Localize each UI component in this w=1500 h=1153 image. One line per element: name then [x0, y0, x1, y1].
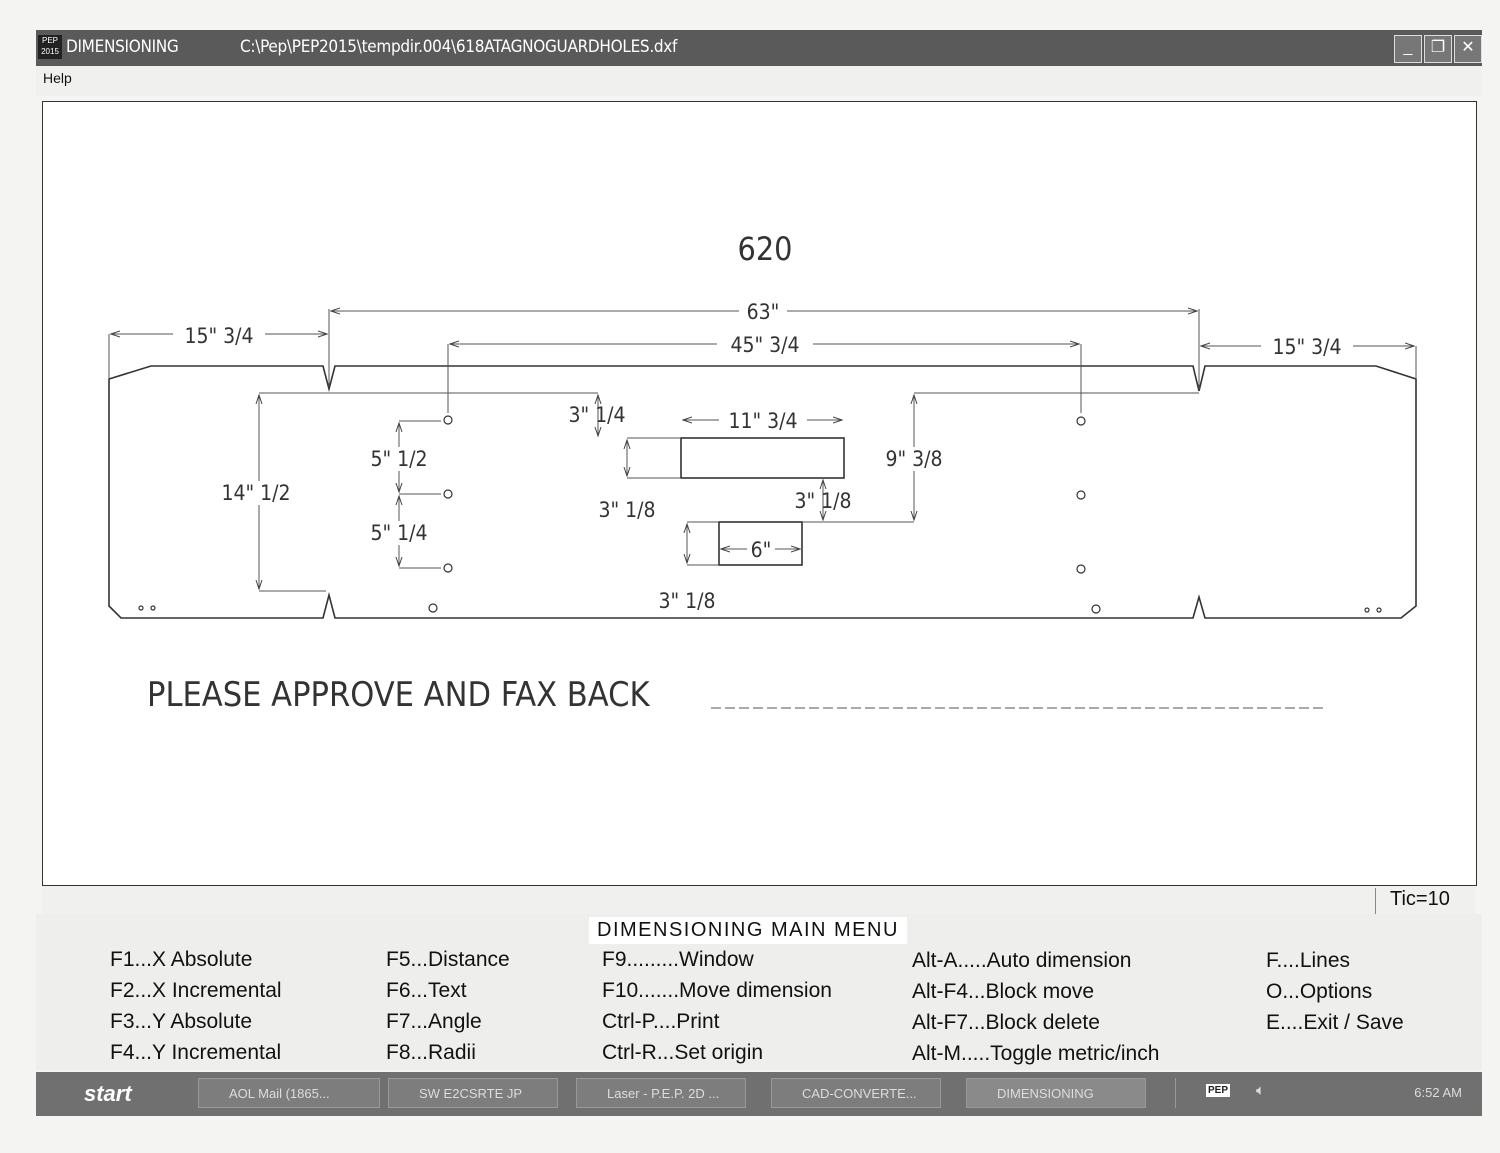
tic-readout: Tic=10	[1375, 888, 1475, 914]
dim-text: 15" 3/4	[184, 324, 253, 348]
menu-command[interactable]: Ctrl-P....Print	[602, 1010, 720, 1033]
main-menu-title: DIMENSIONING MAIN MENU	[589, 917, 907, 944]
hole	[1364, 607, 1370, 613]
menu-command[interactable]: Ctrl-R...Set origin	[602, 1041, 764, 1064]
dim-text: 3" 1/8	[658, 589, 715, 613]
start-button[interactable]: start	[84, 1081, 132, 1106]
drawing-canvas[interactable]: 63" 15" 3/4 45" 3/4 15" 3/4 14" 1/2 5" 1…	[42, 101, 1477, 886]
hole	[443, 563, 453, 573]
taskbar-item[interactable]: Laser - P.E.P. 2D ...	[576, 1078, 746, 1108]
hole	[1076, 416, 1086, 426]
dim-text: 3" 1/4	[568, 403, 625, 427]
minimize-button[interactable]: _	[1394, 35, 1422, 63]
dim-text: 3" 1/8	[794, 489, 851, 513]
hole	[443, 489, 453, 499]
part-number: 620	[738, 230, 793, 268]
hole	[1376, 607, 1382, 613]
maximize-button[interactable]: ❐	[1424, 35, 1452, 63]
menu-command[interactable]: F4...Y Incremental	[110, 1041, 282, 1064]
hole	[428, 603, 438, 613]
file-path: C:\Pep\PEP2015\tempdir.004\618ATAGNOGUAR…	[240, 37, 678, 57]
menu-command[interactable]: E....Exit / Save	[1266, 1011, 1404, 1034]
title-bar: PEP 2015 DIMENSIONING C:\Pep\PEP2015\tem…	[36, 30, 1482, 66]
pep-tray-icon[interactable]: PEP	[1206, 1084, 1231, 1097]
clock[interactable]: 6:52 AM	[1414, 1085, 1462, 1100]
hole	[1076, 490, 1086, 500]
menu-command[interactable]: F3...Y Absolute	[110, 1010, 253, 1033]
slot-large	[680, 437, 845, 479]
volume-icon[interactable]: 🔈︎	[1256, 1082, 1266, 1099]
menu-command[interactable]: F8...Radii	[386, 1041, 476, 1064]
hole	[138, 605, 144, 611]
menu-command[interactable]: Alt-A.....Auto dimension	[912, 949, 1132, 972]
menu-command[interactable]: Alt-F7...Block delete	[912, 1011, 1100, 1034]
menu-command[interactable]: F9.........Window	[602, 948, 754, 971]
dim-text: 6"	[751, 538, 772, 562]
taskbar-item-active[interactable]: DIMENSIONING	[966, 1078, 1146, 1108]
menu-help[interactable]: Help	[43, 70, 72, 86]
dim-text: 63"	[747, 300, 780, 324]
dim-text: 14" 1/2	[221, 481, 290, 505]
menu-command[interactable]: F7...Angle	[386, 1010, 482, 1033]
hole	[1076, 564, 1086, 574]
menu-command[interactable]: F5...Distance	[386, 948, 510, 971]
menu-command[interactable]: F2...X Incremental	[110, 979, 282, 1002]
menu-command[interactable]: F....Lines	[1266, 949, 1351, 972]
dim-text: 5" 1/2	[370, 447, 427, 471]
menu-command[interactable]: Alt-F4...Block move	[912, 980, 1095, 1003]
taskbar-item[interactable]: AOL Mail (1865...	[198, 1078, 380, 1108]
close-button[interactable]: ✕	[1454, 35, 1482, 63]
hole	[443, 415, 453, 425]
taskbar: start AOL Mail (1865... SW E2CSRTE JP La…	[36, 1072, 1482, 1116]
part-drawing: 63" 15" 3/4 45" 3/4 15" 3/4 14" 1/2 5" 1…	[108, 230, 1417, 715]
status-bar: Tic=10	[42, 886, 1475, 914]
menu-command[interactable]: F6...Text	[386, 979, 467, 1002]
part-outline	[108, 365, 1417, 619]
menu-bar: Help	[36, 66, 1482, 96]
hole	[1091, 604, 1101, 614]
dim-text: 11" 3/4	[728, 409, 797, 433]
menu-command[interactable]: Alt-M.....Toggle metric/inch	[912, 1042, 1160, 1065]
pep-app-icon: PEP 2015	[38, 35, 62, 59]
dim-text: 5" 1/4	[370, 521, 427, 545]
dim-text: 9" 3/8	[885, 447, 942, 471]
dim-text: 15" 3/4	[1272, 335, 1341, 359]
app-title: DIMENSIONING	[66, 37, 179, 57]
dim-text: 45" 3/4	[730, 333, 799, 357]
taskbar-item[interactable]: SW E2CSRTE JP	[388, 1078, 558, 1108]
system-tray: PEP 🔈︎ 6:52 AM	[1175, 1078, 1476, 1108]
slot-small	[718, 521, 803, 566]
taskbar-item[interactable]: CAD-CONVERTE...	[771, 1078, 941, 1108]
menu-command[interactable]: O...Options	[1266, 980, 1373, 1003]
approval-note: PLEASE APPROVE AND FAX BACK	[147, 675, 650, 715]
menu-command[interactable]: F10.......Move dimension	[602, 979, 832, 1002]
dim-text: 3" 1/8	[598, 498, 655, 522]
hole	[150, 605, 156, 611]
menu-command[interactable]: F1...X Absolute	[110, 948, 253, 971]
